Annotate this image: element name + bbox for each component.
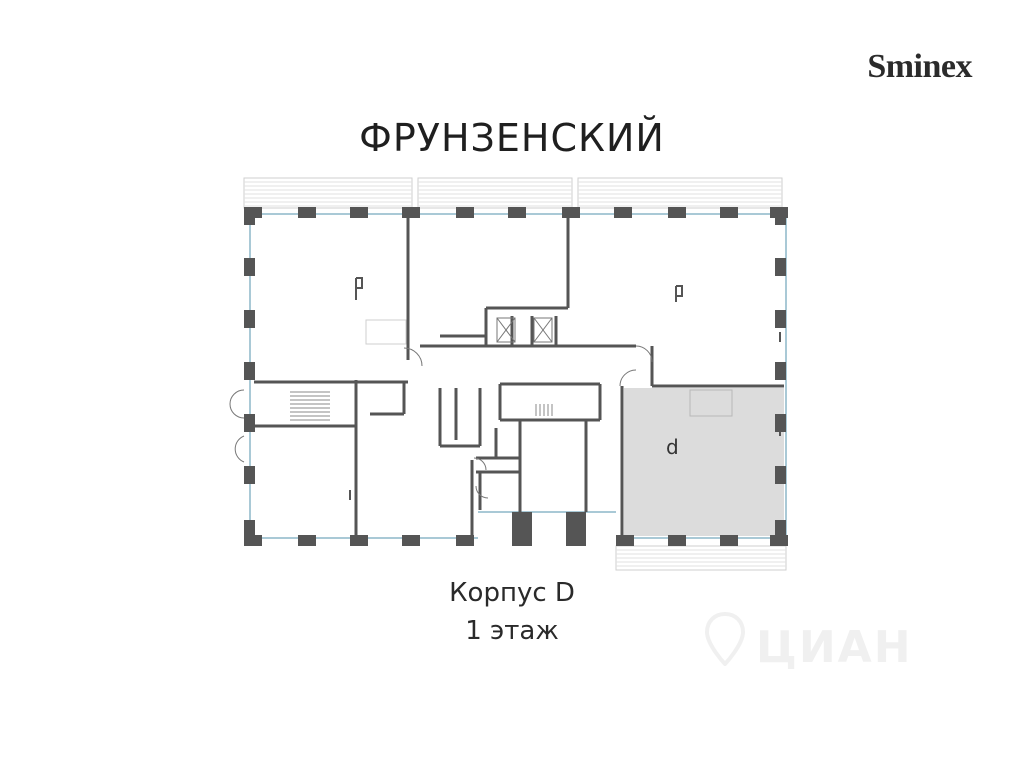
- column-block: [616, 535, 634, 546]
- column-block: [775, 414, 786, 432]
- column-block: [298, 535, 316, 546]
- column-block: [402, 207, 420, 218]
- column-block: [244, 310, 255, 328]
- column-block: [668, 207, 686, 218]
- column-block: [720, 535, 738, 546]
- column-block: [720, 207, 738, 218]
- watermark-text: ЦИАН: [756, 622, 913, 673]
- column-block: [298, 207, 316, 218]
- column-block: [350, 535, 368, 546]
- column-block: [775, 520, 786, 538]
- kitchen-island: [365, 319, 407, 345]
- map-pin-icon: [705, 612, 745, 666]
- brand-logo: Sminex: [867, 48, 972, 85]
- elevators: [496, 317, 553, 343]
- building-caption: Корпус D: [449, 578, 575, 608]
- column-block: [244, 466, 255, 484]
- column-block: [775, 362, 786, 380]
- page-title: ФРУНЗЕНСКИЙ: [359, 116, 665, 160]
- highlighted-unit[interactable]: [624, 388, 784, 536]
- column-block: [244, 207, 255, 225]
- column-block: [402, 535, 420, 546]
- floor-caption: 1 этаж: [465, 616, 559, 646]
- column-block: [244, 258, 255, 276]
- column-block: [244, 414, 255, 432]
- kitchen-island: [689, 389, 733, 417]
- column-block: [244, 535, 262, 546]
- doors: [229, 345, 653, 499]
- unit-label: d: [666, 435, 679, 459]
- column-block: [244, 362, 255, 380]
- column-block: [562, 207, 580, 218]
- column-block: [244, 520, 255, 538]
- column-block: [566, 512, 586, 546]
- column-block: [668, 535, 686, 546]
- column-block: [512, 512, 532, 546]
- column-block: [350, 207, 368, 218]
- column-block: [456, 535, 474, 546]
- column-block: [775, 207, 786, 225]
- walls: [254, 214, 784, 536]
- column-block: [508, 207, 526, 218]
- staircase: [290, 391, 553, 421]
- column-block: [456, 207, 474, 218]
- column-block: [775, 258, 786, 276]
- fixtures: [349, 277, 781, 500]
- perimeter-columns: [244, 207, 788, 546]
- column-block: [614, 207, 632, 218]
- column-block: [775, 310, 786, 328]
- column-block: [770, 535, 788, 546]
- column-block: [775, 466, 786, 484]
